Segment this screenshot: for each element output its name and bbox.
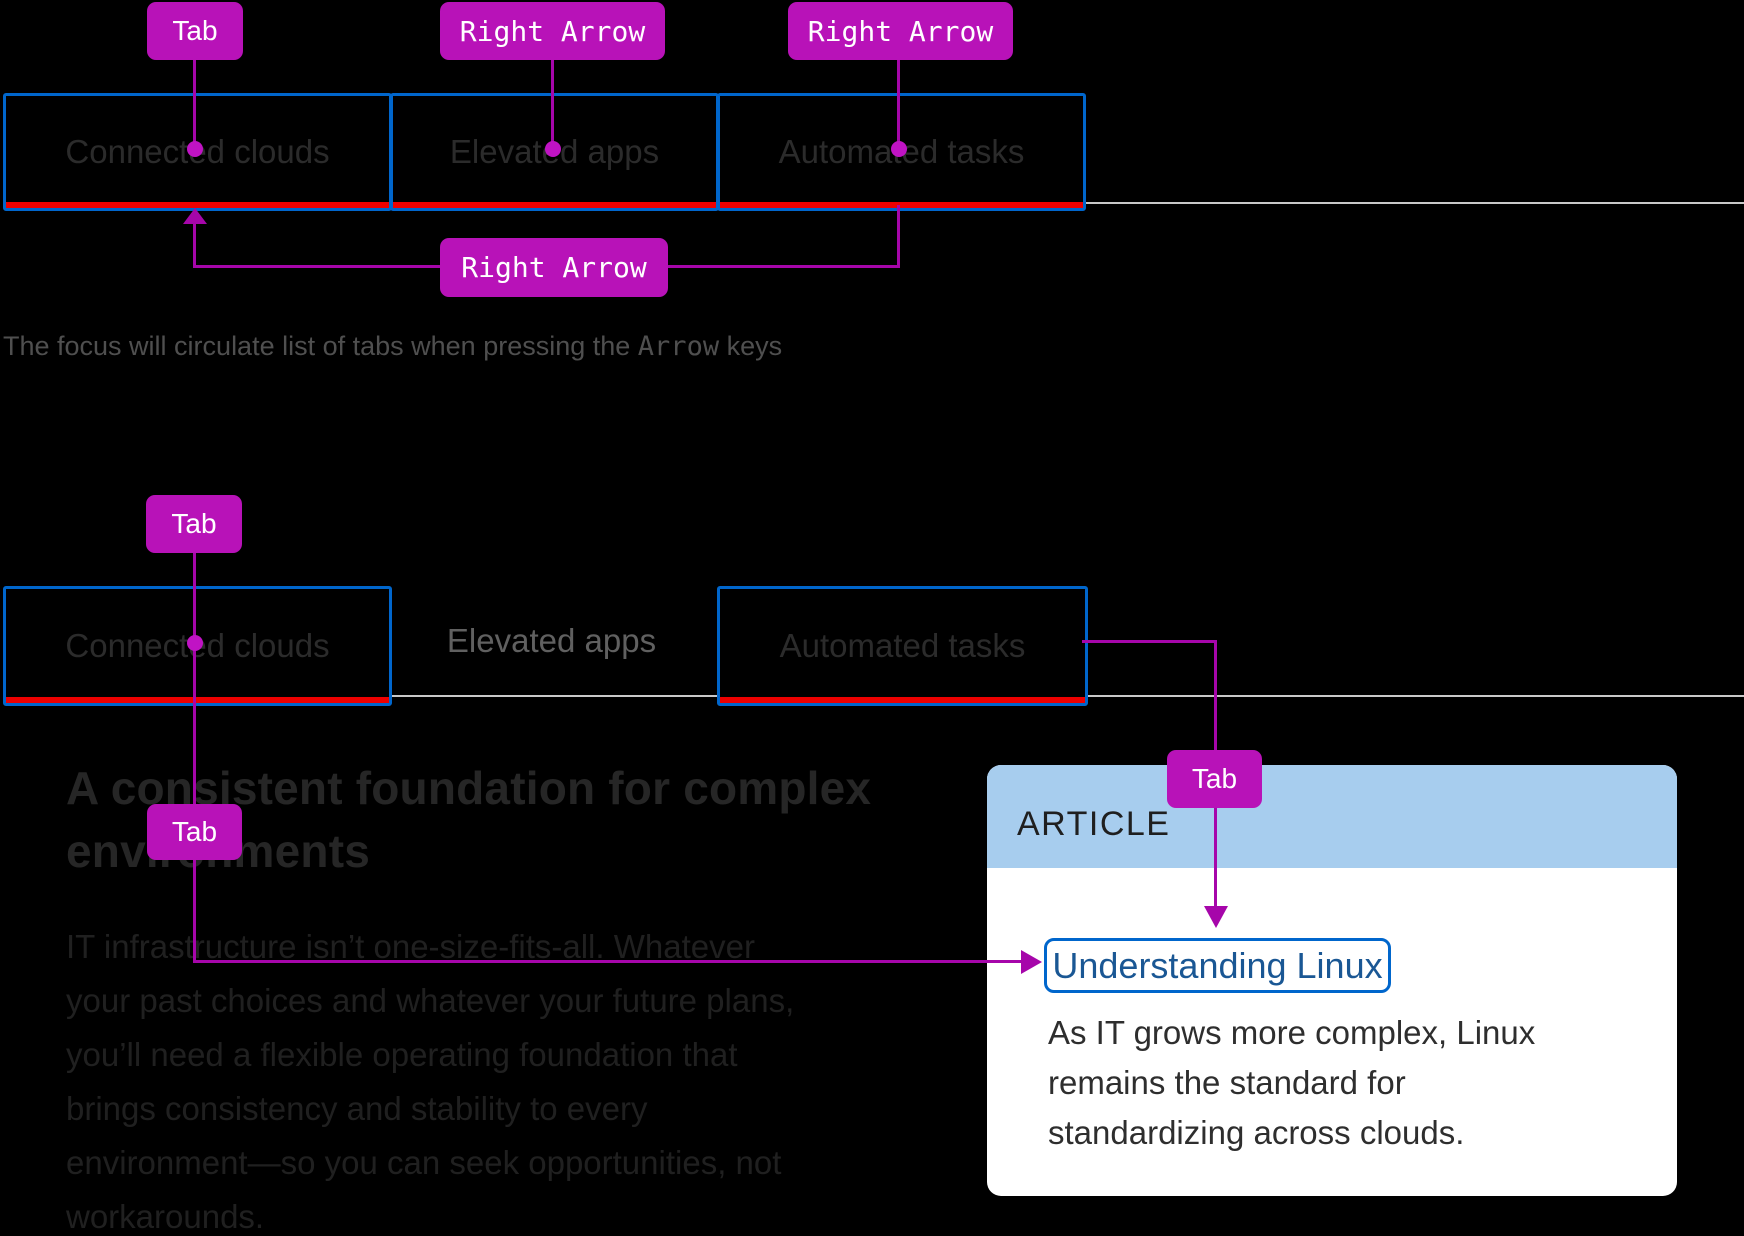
connector-line (551, 58, 554, 149)
active-tab-indicator (720, 202, 1083, 208)
tab-automated-tasks[interactable]: Automated tasks (717, 586, 1088, 706)
focus-dot (891, 141, 907, 157)
article-card-text: As IT grows more complex, Linux remains … (1048, 1014, 1536, 1151)
arrowhead-up-icon (183, 208, 207, 224)
key-label-tab: Tab (147, 804, 242, 860)
caption-text: keys (719, 331, 783, 361)
focus-dot (187, 635, 203, 651)
loop-line-down (897, 205, 900, 268)
diagram-caption: The focus will circulate list of tabs wh… (3, 331, 782, 362)
connector-line (193, 58, 196, 149)
focus-dot (187, 141, 203, 157)
tab-label: Elevated apps (446, 622, 657, 659)
key-label-tab: Tab (1167, 750, 1262, 808)
active-tab-indicator (6, 697, 389, 703)
flow-line-vertical (1214, 806, 1217, 907)
active-tab-indicator (720, 697, 1085, 703)
connector-line (897, 58, 900, 149)
caption-key-word: Arrow (637, 331, 720, 362)
key-label-tab: Tab (147, 2, 243, 60)
tab-connected-clouds[interactable]: Connected clouds (3, 93, 392, 211)
loop-line-up (193, 223, 196, 268)
loop-line-horizontal (193, 265, 440, 268)
understanding-linux-link[interactable]: Understanding Linux (1044, 938, 1391, 993)
tablist-rule (1080, 202, 1744, 204)
active-tab-indicator (6, 202, 389, 208)
key-label-right-arrow: Right Arrow (440, 2, 665, 60)
page-paragraph: IT infrastructure isn’t one-size-fits-al… (66, 928, 795, 1235)
arrowhead-down-icon (1204, 906, 1228, 928)
tab-automated-tasks[interactable]: Automated tasks (717, 93, 1086, 211)
key-label-tab: Tab (146, 495, 242, 553)
tab-elevated-apps[interactable]: Elevated apps (390, 586, 713, 696)
flow-line-horizontal (193, 960, 1022, 963)
flow-line-vertical (193, 553, 196, 962)
loop-line-horizontal (668, 265, 900, 268)
article-eyebrow: ARTICLE (1017, 805, 1171, 843)
tab-label: Automated tasks (779, 627, 1026, 664)
flow-line-horizontal (1082, 640, 1217, 643)
flow-line-vertical (1214, 640, 1217, 752)
key-label-right-arrow: Right Arrow (788, 2, 1013, 60)
caption-text: The focus will circulate list of tabs wh… (3, 331, 638, 361)
key-label-right-arrow-loop: Right Arrow (440, 238, 668, 297)
article-card-header (987, 765, 1677, 868)
active-tab-indicator (393, 202, 716, 208)
focus-dot (545, 141, 561, 157)
arrowhead-right-icon (1021, 950, 1042, 974)
